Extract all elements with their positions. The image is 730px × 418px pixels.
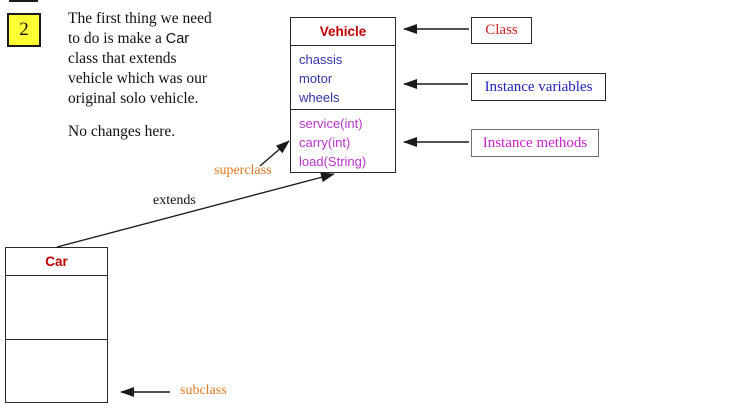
intro-paragraph: The first thing we need to do is make a … xyxy=(68,9,238,142)
vehicle-class-title: Vehicle xyxy=(319,24,367,39)
extends-arrow xyxy=(56,172,335,248)
variable-motor: motor xyxy=(299,71,333,86)
cutoff-line-fragment xyxy=(9,0,38,2)
step-number: 2 xyxy=(19,19,29,40)
legend-instance-methods-label: Instance methods xyxy=(482,134,588,151)
intro-line-text: to do is make a xyxy=(68,30,166,47)
intro-line: class that extends xyxy=(68,50,177,67)
car-class-box: Car xyxy=(5,247,108,403)
method-load: load(String) xyxy=(299,154,367,169)
intro-line: to do is make a Car xyxy=(68,29,238,49)
legend-class-label: Class xyxy=(485,22,518,38)
variable-chassis: chassis xyxy=(299,52,343,67)
vehicle-class-box: Vehicle chassis motor wheels service(int… xyxy=(290,17,396,173)
intro-line: vehicle which was our xyxy=(68,70,208,87)
vehicle-instance-variables: chassis motor wheels xyxy=(291,45,395,109)
legend-instance-methods-box: Instance methods xyxy=(471,129,599,157)
superclass-label: superclass xyxy=(214,163,272,178)
step-number-badge: 2 xyxy=(7,13,41,47)
extends-label: extends xyxy=(153,193,196,208)
intro-line: The first thing we need xyxy=(68,10,212,27)
car-methods-section-empty xyxy=(6,339,107,403)
vehicle-instance-methods: service(int) carry(int) load(String) xyxy=(291,109,395,173)
subclass-label: subclass xyxy=(180,383,227,398)
car-class-title: Car xyxy=(45,254,68,269)
legend-instance-variables-box: Instance variables xyxy=(471,73,606,101)
car-word: Car xyxy=(165,31,190,47)
method-carry: carry(int) xyxy=(299,135,351,150)
method-service: service(int) xyxy=(299,116,363,131)
legend-class-box: Class xyxy=(471,17,532,44)
legend-instance-variables-label: Instance variables xyxy=(484,78,593,95)
intro-note: No changes here. xyxy=(68,123,176,140)
intro-line: original solo vehicle. xyxy=(68,90,199,107)
car-variables-section-empty xyxy=(6,275,107,339)
variable-wheels: wheels xyxy=(299,90,340,105)
